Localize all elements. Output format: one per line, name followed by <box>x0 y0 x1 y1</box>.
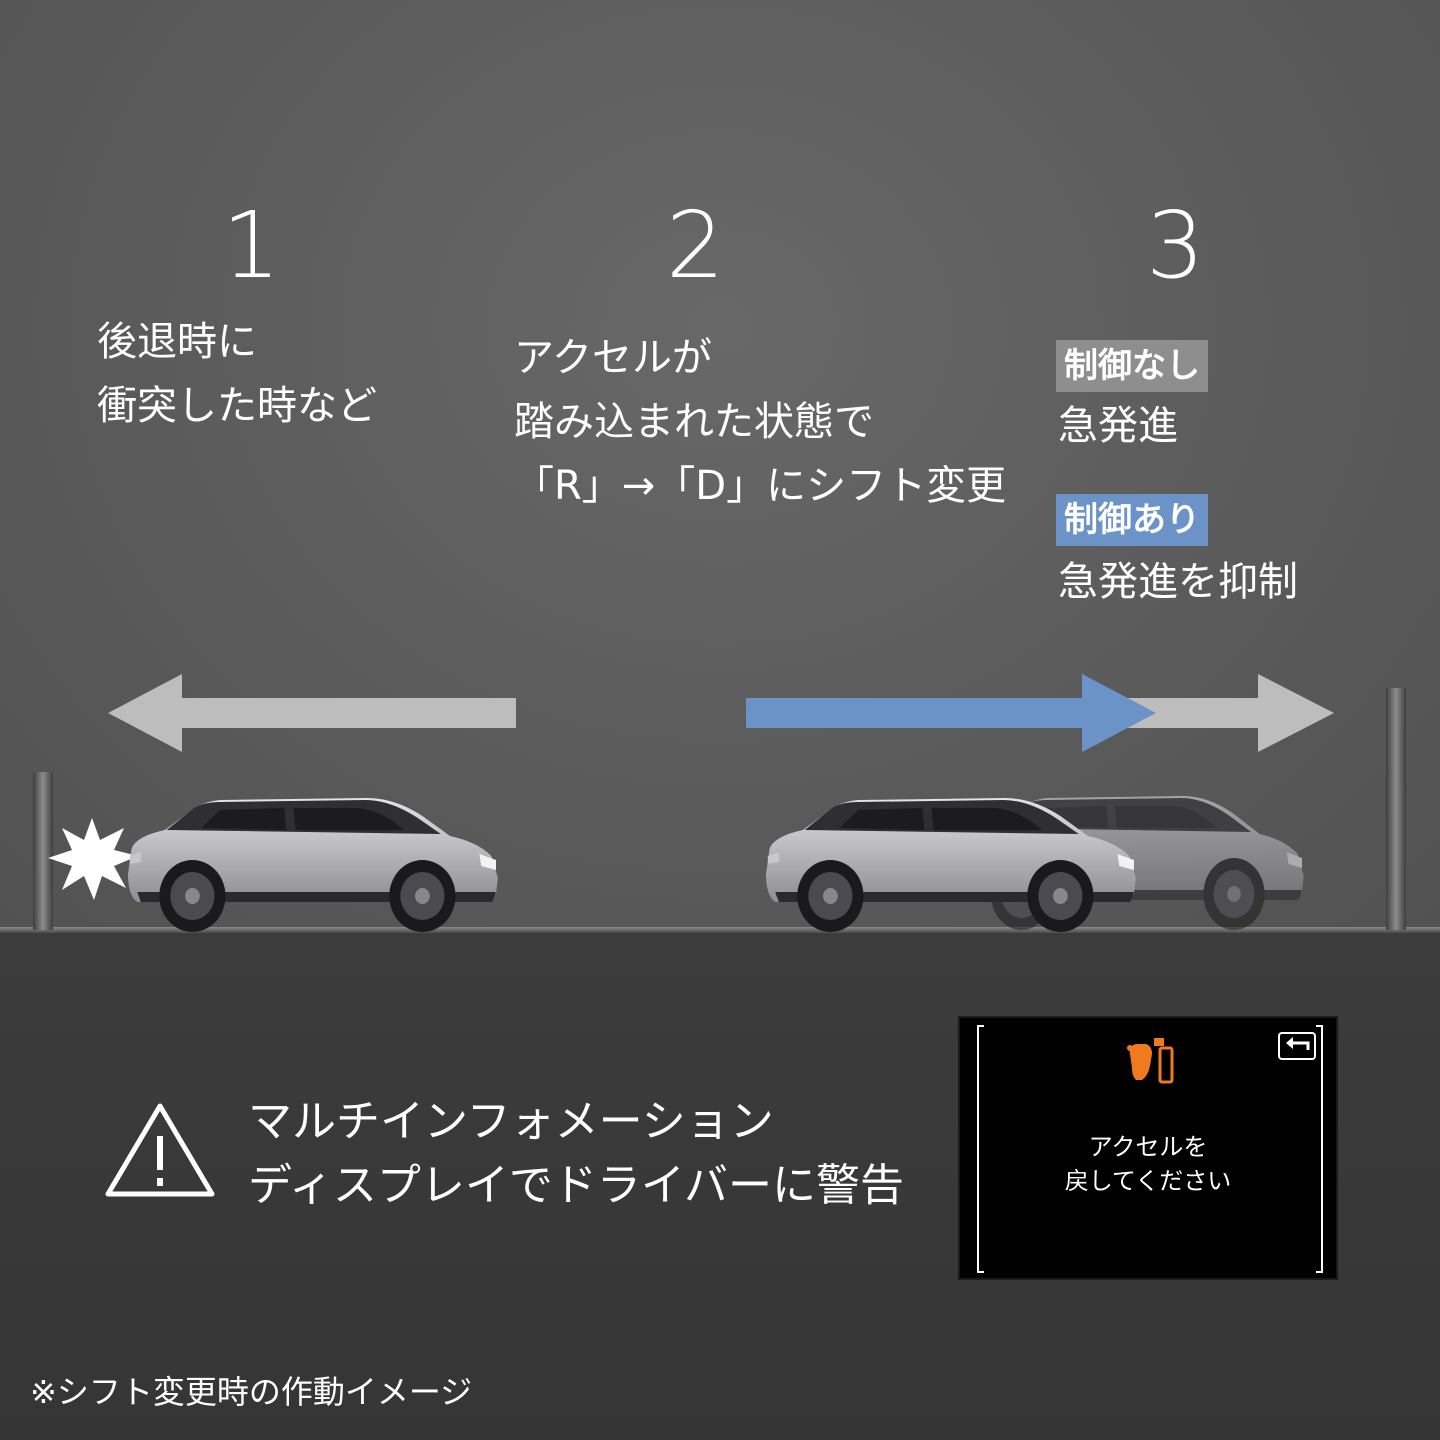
back-arrow-icon <box>1278 1032 1316 1060</box>
multi-info-display: アクセルを 戻してください <box>958 1016 1338 1280</box>
left-pole <box>33 772 53 930</box>
tag-without-control: 制御なし <box>1056 340 1208 392</box>
scene-graphics <box>33 674 1406 932</box>
step-2-text: アクセルが 踏み込まれた状態で 「R」→「D」にシフト変更 <box>514 335 1007 509</box>
reverse-arrow <box>108 674 516 752</box>
result-with-control: 急発進を抑制 <box>1058 559 1298 605</box>
step-2-number: 2 <box>666 192 725 299</box>
warning-triangle-icon <box>105 1103 215 1197</box>
footnote: ※シフト変更時の作動イメージ <box>30 1373 473 1411</box>
warning-text: マルチインフォメーション ディスプレイでドライバーに警告 <box>248 1096 905 1211</box>
display-message: アクセルを 戻してください <box>1064 1133 1232 1195</box>
result-without-control: 急発進 <box>1058 403 1178 449</box>
step-3-number: 3 <box>1146 192 1205 299</box>
tag-with-control: 制御あり <box>1056 494 1208 546</box>
impact-burst-icon <box>48 818 138 900</box>
step-1-number: 1 <box>222 192 281 299</box>
car-reversing <box>128 798 498 932</box>
right-pole <box>1386 688 1406 930</box>
road-surface-line <box>0 927 1440 933</box>
scene-background <box>0 0 1440 930</box>
sudden-start-arrow <box>1100 674 1334 752</box>
foot-on-pedal-icon <box>1127 1038 1174 1084</box>
suppressed-start-arrow <box>746 674 1156 752</box>
step-1-text: 後退時に 衝突した時など <box>97 319 377 429</box>
display-frame <box>977 1025 1323 1273</box>
